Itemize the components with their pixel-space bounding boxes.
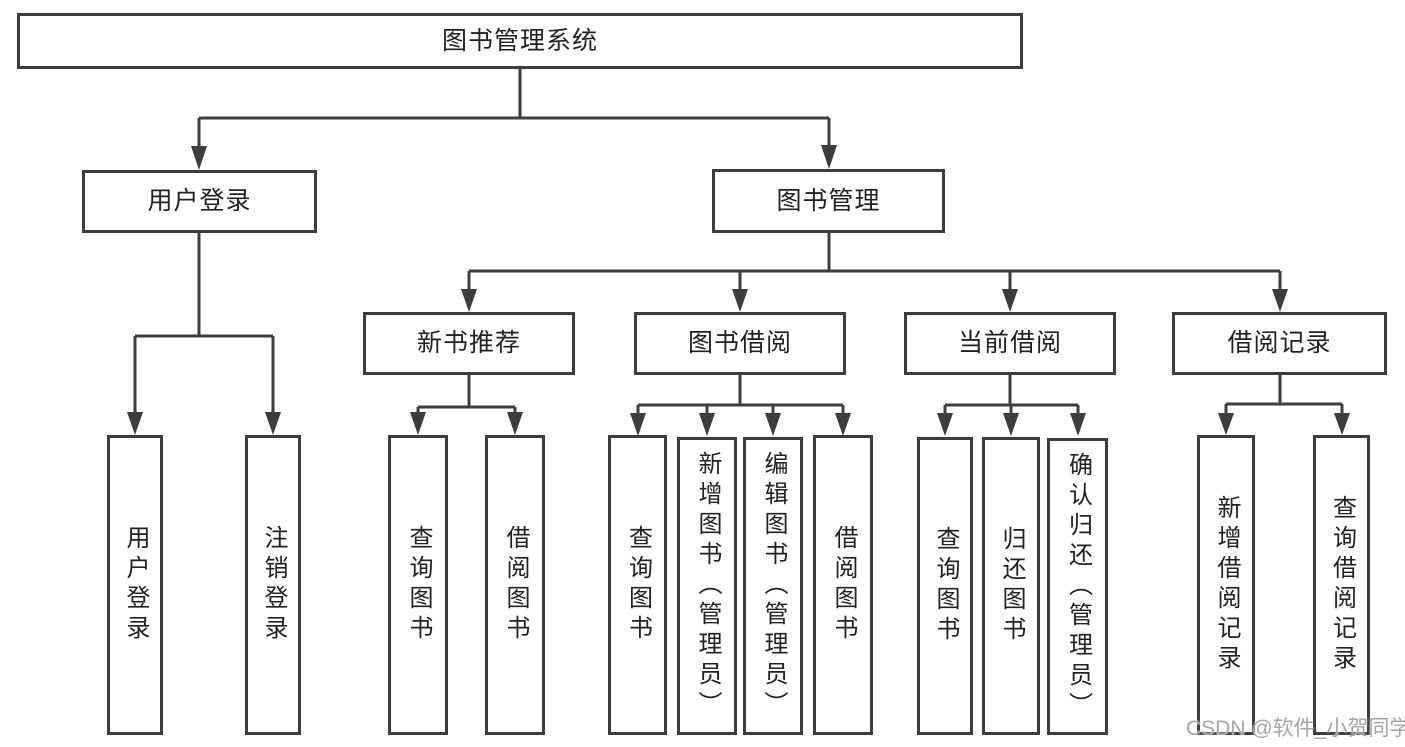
node-root-label: 图书管理系统 [441,26,598,55]
node-current-borrow-label: 当前借阅 [957,329,1062,357]
node-leaf-borrow-borrow-books-label: 借阅图书 [830,525,857,645]
node-leaf-records-query-record: 查询借阅记录 [1313,435,1370,735]
node-leaf-borrow-edit-books-label: 编辑图书（管理员） [760,451,787,721]
node-leaf-current-confirm-return-label: 确认归还（管理员） [1064,451,1092,722]
node-new-book-recommend-label: 新书推荐 [416,329,521,357]
node-leaf-logout: 注销登录 [245,435,301,735]
node-leaf-records-query-record-label: 查询借阅记录 [1328,495,1356,675]
node-leaf-current-query-books: 查询图书 [917,437,973,735]
node-user-login-label: 用户登录 [147,187,252,215]
node-leaf-borrow-add-books-label: 新增图书（管理员） [694,451,721,721]
node-leaf-current-return-books-label: 归还图书 [998,526,1025,646]
node-borrow-records: 借阅记录 [1172,312,1387,375]
node-leaf-recommend-query-books-label: 查询图书 [405,525,432,645]
node-leaf-user-login-label: 用户登录 [122,525,149,645]
node-book-management: 图书管理 [712,169,945,233]
node-leaf-user-login: 用户登录 [107,435,163,735]
watermark-text: CSDN @软件_小贺同学 [1186,717,1405,740]
node-borrow-records-label: 借阅记录 [1227,329,1332,357]
node-leaf-recommend-borrow-books: 借阅图书 [485,435,545,735]
node-leaf-borrow-query-books-label: 查询图书 [624,525,652,645]
node-leaf-logout-label: 注销登录 [260,525,287,645]
node-leaf-borrow-edit-books: 编辑图书（管理员） [743,437,803,735]
node-leaf-recommend-borrow-books-label: 借阅图书 [502,525,529,645]
node-leaf-current-return-books: 归还图书 [982,437,1040,735]
node-current-borrow: 当前借阅 [904,312,1116,375]
node-leaf-borrow-borrow-books: 借阅图书 [813,435,873,735]
node-book-borrow-label: 图书借阅 [687,329,792,357]
node-leaf-current-query-books-label: 查询图书 [932,526,959,646]
node-leaf-current-confirm-return: 确认归还（管理员） [1047,438,1108,735]
node-leaf-recommend-query-books: 查询图书 [388,435,448,735]
node-new-book-recommend: 新书推荐 [363,312,575,375]
node-leaf-borrow-add-books: 新增图书（管理员） [677,437,737,735]
node-book-management-label: 图书管理 [776,186,881,215]
node-leaf-borrow-query-books: 查询图书 [608,435,667,735]
node-root: 图书管理系统 [17,13,1023,69]
node-book-borrow: 图书借阅 [634,312,846,375]
node-leaf-records-add-record-label: 新增借阅记录 [1213,495,1240,675]
node-user-login: 用户登录 [82,170,317,233]
node-leaf-records-add-record: 新增借阅记录 [1197,435,1255,735]
